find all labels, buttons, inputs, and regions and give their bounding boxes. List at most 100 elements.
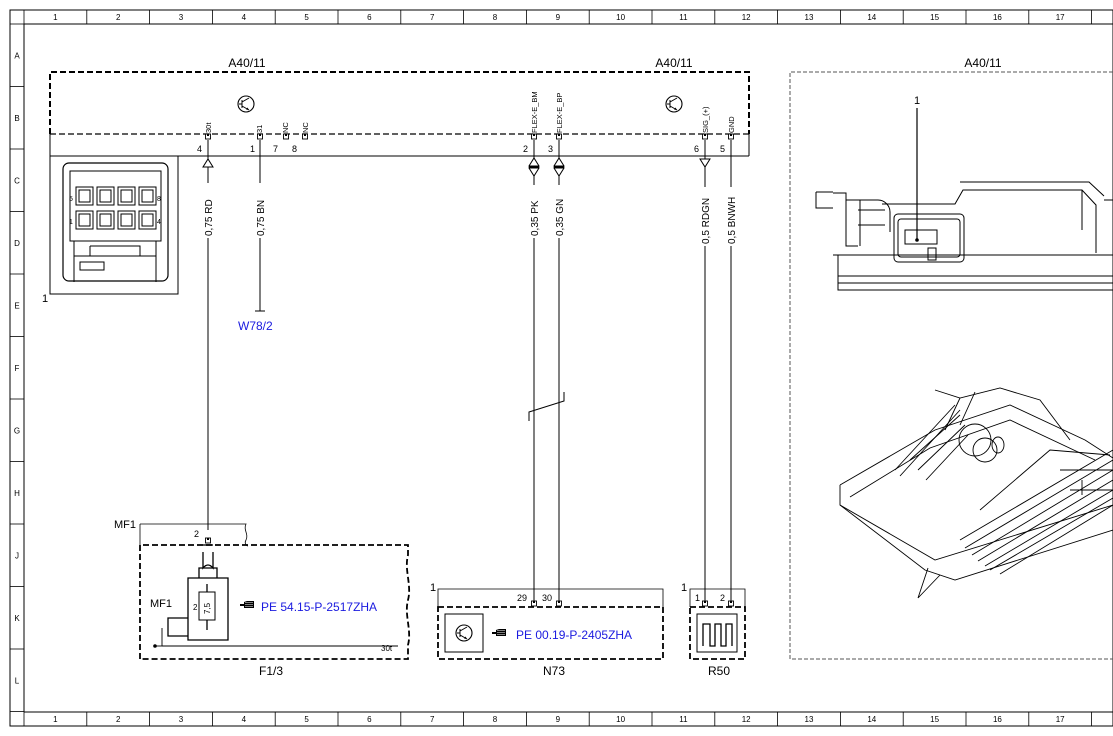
wire-label-gn: 0,35 GN xyxy=(555,199,566,236)
grid-column-label: 8 xyxy=(493,13,498,22)
fuse-mf-label-inner: MF1 xyxy=(150,598,172,610)
grid-column-label: 10 xyxy=(616,13,625,22)
pin-number: 4 xyxy=(197,144,202,154)
pin-number: 8 xyxy=(292,144,297,154)
hand-pointer-icon xyxy=(239,600,255,609)
module-title-left: A40/11 xyxy=(228,56,265,70)
pin-signal-30t: 30t xyxy=(204,122,213,133)
component-view-item-label: 1 xyxy=(914,95,920,107)
grid-column-label: 5 xyxy=(304,715,309,724)
grid-column-label: 13 xyxy=(805,13,814,22)
n73-name: N73 xyxy=(543,664,565,678)
grid-row-label: L xyxy=(15,676,20,685)
pin-signal-flex-bm: FLEX-E_BM xyxy=(530,91,539,133)
pin-signal-31: 31 xyxy=(255,125,264,133)
grid-column-label: 6 xyxy=(367,13,372,22)
pin-signal-flex-bp: FLEX-E_BP xyxy=(555,93,564,133)
grid-column-label: 12 xyxy=(742,715,751,724)
transistor-icon xyxy=(237,95,255,113)
r50-pin-group: 1 xyxy=(681,582,687,594)
grid-row-label: A xyxy=(14,51,20,60)
grid-column-label: 12 xyxy=(742,13,751,22)
connector-item-label: 1 xyxy=(42,293,48,305)
grid-column-label: 1 xyxy=(53,13,58,22)
transistor-icon xyxy=(455,624,473,642)
n73-pin-b: 30 xyxy=(542,593,552,603)
grid-column-label: 16 xyxy=(993,13,1002,22)
grid-column-label: 11 xyxy=(679,715,688,724)
r50-pin-a: 1 xyxy=(695,593,700,603)
grid-column-label: 2 xyxy=(116,13,121,22)
fuse-rating: 7,5 xyxy=(203,602,212,614)
pin-signal-gnd: GND xyxy=(727,116,736,133)
grid-column-label: 14 xyxy=(867,13,876,22)
grid-column-label: 3 xyxy=(179,13,184,22)
grid-labels: 1122334455667788991010111112121313141415… xyxy=(14,13,1065,724)
grid-column-label: 1 xyxy=(53,715,58,724)
component-r50: 1 1 2 R50 xyxy=(681,582,746,678)
pin-number: 3 xyxy=(548,144,553,154)
grid-row-label: H xyxy=(14,489,20,498)
wire-label-bnwh: 0,5 BNWH xyxy=(727,197,738,244)
ground-reference-link[interactable]: W78/2 xyxy=(238,319,273,333)
grid-column-label: 2 xyxy=(116,715,121,724)
module-a40-11-left: A40/11 A40/11 5 xyxy=(42,56,750,305)
grid-row-label: J xyxy=(15,551,19,560)
grid-column-label: 17 xyxy=(1056,13,1065,22)
connector-pin-label: 1 xyxy=(69,219,73,226)
grid-column-label: 6 xyxy=(367,715,372,724)
grid-row-label: F xyxy=(15,364,20,373)
hand-pointer-icon xyxy=(491,628,507,637)
grid-frame: 1122334455667788991010111112121313141415… xyxy=(9,9,1113,727)
pin-signal-sig: SIG_(+) xyxy=(701,106,710,133)
grid-row-label: K xyxy=(14,614,20,623)
heater-icon xyxy=(696,613,738,653)
n73-pin-group: 1 xyxy=(430,582,436,594)
wire-label-pk: 0,35 PK xyxy=(530,200,541,236)
grid-column-label: 14 xyxy=(867,715,876,724)
grid-column-label: 11 xyxy=(679,13,688,22)
r50-name: R50 xyxy=(708,664,730,678)
component-n73: 1 29 30 PE 00.19-P-2405ZHA N73 xyxy=(430,582,664,678)
pin-signal-nc1: NC xyxy=(281,122,290,133)
grid-column-label: 9 xyxy=(556,13,561,22)
grid-column-label: 4 xyxy=(242,715,247,724)
fuse-pin-inner: 2 xyxy=(193,603,198,612)
pin-number: 6 xyxy=(694,144,699,154)
pin-number: 2 xyxy=(523,144,528,154)
pin-number: 5 xyxy=(720,144,725,154)
connector-pin-label: 5 xyxy=(69,196,73,203)
fuse-reference-link[interactable]: PE 54.15-P-2517ZHA xyxy=(261,600,377,614)
grid-column-label: 15 xyxy=(930,715,939,724)
grid-row-ticks xyxy=(10,23,24,712)
grid-row-label: G xyxy=(14,426,20,435)
grid-column-label: 7 xyxy=(430,13,435,22)
fuse-terminal-label: 30t xyxy=(381,644,393,653)
grid-column-label: 17 xyxy=(1056,715,1065,724)
grid-column-label: 9 xyxy=(556,715,561,724)
pin-number: 1 xyxy=(250,144,255,154)
grid-row-label: E xyxy=(14,301,19,310)
grid-row-label: B xyxy=(14,114,19,123)
connector-face-view: 5 8 1 4 1 xyxy=(42,155,179,305)
wire-label-rd: 0,75 RD xyxy=(204,199,215,236)
pin-number: 7 xyxy=(273,144,278,154)
fuse-pin-top: 2 xyxy=(194,529,199,539)
n73-reference-link[interactable]: PE 00.19-P-2405ZHA xyxy=(516,628,632,642)
grid-column-ticks xyxy=(23,10,1092,726)
n73-pin-a: 29 xyxy=(517,593,527,603)
grid-column-label: 7 xyxy=(430,715,435,724)
grid-column-label: 15 xyxy=(930,13,939,22)
connector-pin-label: 8 xyxy=(157,196,161,203)
r50-pin-b: 2 xyxy=(720,593,725,603)
grid-row-label: C xyxy=(14,176,20,185)
module-title-right: A40/11 xyxy=(964,56,1001,70)
component-view-a40-11: A40/11 1 xyxy=(789,56,1113,660)
fuse-name: F1/3 xyxy=(259,664,283,678)
fuse-box-f1-3: MF1 2 2 7,5 MF1 PE 54.15-P-2517ZHA 30t F… xyxy=(114,519,411,678)
wire-label-rdgn: 0,5 RDGN xyxy=(701,198,712,244)
grid-column-label: 3 xyxy=(179,715,184,724)
wire-label-bn: 0,75 BN xyxy=(256,200,267,236)
wires xyxy=(202,140,732,601)
